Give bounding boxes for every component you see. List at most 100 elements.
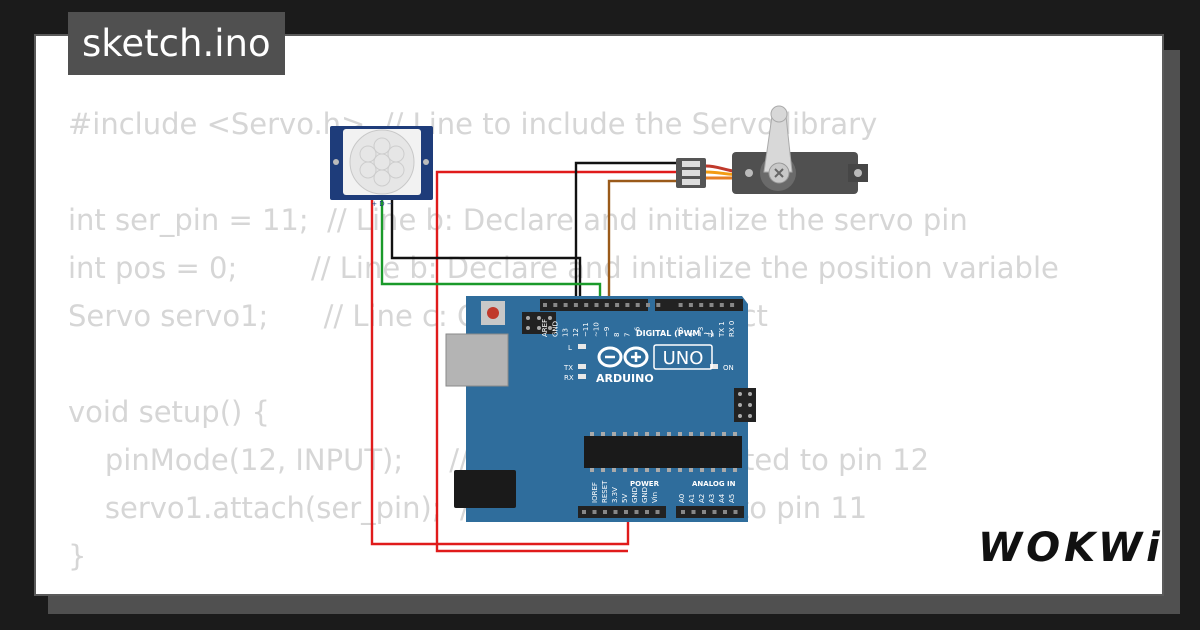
analog-pin-label: A5 — [728, 494, 736, 503]
analog-pin-label: A1 — [688, 494, 696, 503]
header-pin[interactable] — [678, 303, 683, 307]
analog-pin-label: A4 — [718, 493, 726, 503]
chip-pin — [700, 468, 704, 472]
header-pin[interactable] — [592, 510, 597, 514]
header-pin[interactable] — [712, 510, 717, 514]
chip-pin — [623, 468, 627, 472]
header-pin[interactable] — [615, 303, 620, 307]
chip-pin — [711, 468, 715, 472]
wire-pir-data — [380, 198, 602, 305]
power-pin-label: RESET — [601, 480, 609, 503]
header-pin[interactable] — [584, 303, 589, 307]
led-tx-label: TX — [563, 364, 573, 372]
header-pin[interactable] — [613, 510, 618, 514]
power-pin-label: IOREF — [591, 482, 599, 503]
header-pin[interactable] — [646, 303, 650, 307]
pin-label: AREF — [541, 319, 549, 337]
usb-port — [445, 333, 509, 387]
pin-label: 4 — [687, 332, 695, 337]
chip-pin — [612, 432, 616, 436]
servo-motor[interactable] — [676, 105, 868, 194]
pin-label: ~3 — [697, 327, 705, 337]
pin-label: 7 — [623, 333, 631, 337]
chip-pin — [733, 432, 737, 436]
header-pin[interactable] — [563, 303, 568, 307]
pin-label: 8 — [613, 333, 621, 337]
reset-button[interactable] — [487, 307, 499, 319]
project-title: sketch.ino — [68, 12, 285, 75]
board-model: UNO — [663, 348, 704, 369]
led-on — [710, 364, 718, 369]
chip-pin — [667, 432, 671, 436]
header-pin[interactable] — [635, 303, 640, 307]
chip-pin — [590, 468, 594, 472]
pin-label: 12 — [572, 328, 580, 337]
chip-pin — [634, 468, 638, 472]
header-pin[interactable] — [573, 303, 578, 307]
pin-label: GND — [551, 321, 559, 337]
header-pin[interactable] — [582, 510, 586, 514]
header-pin[interactable] — [723, 510, 727, 514]
analog-header — [676, 506, 744, 518]
led-rx-label: RX — [564, 374, 574, 382]
power-label: POWER — [630, 480, 660, 488]
led-l-label: L — [568, 344, 572, 352]
header-pin[interactable] — [702, 510, 706, 514]
wire-servo-gnd — [574, 161, 680, 305]
power-jack — [454, 470, 516, 508]
header-pin[interactable] — [730, 303, 735, 307]
pir-pin-labels: + D − — [371, 200, 393, 208]
header-pin[interactable] — [604, 303, 609, 307]
chip-pin — [623, 432, 627, 436]
chip-pin — [612, 468, 616, 472]
header-pin[interactable] — [719, 303, 724, 307]
atmega-chip — [584, 436, 742, 468]
chip-pin — [689, 468, 693, 472]
chip-pin — [711, 432, 715, 436]
header-pin[interactable] — [733, 510, 738, 514]
chip-pin — [656, 432, 660, 436]
pir-sensor[interactable]: + D − — [330, 126, 433, 208]
header-pin[interactable] — [553, 303, 558, 307]
pin-label: ~11 — [582, 322, 590, 337]
chip-pin — [590, 432, 594, 436]
pin-label: 13 — [562, 328, 570, 337]
led-on-label: ON — [723, 364, 734, 372]
pin-label: ~6 — [634, 326, 642, 337]
wires — [370, 161, 680, 553]
chip-pin — [722, 468, 726, 472]
chip-pin — [722, 432, 726, 436]
header-pin[interactable] — [691, 510, 696, 514]
header-pin[interactable] — [655, 510, 660, 514]
header-pin[interactable] — [634, 510, 639, 514]
power-pin-label: 3.3V — [611, 487, 619, 503]
analog-label: ANALOG IN — [692, 480, 736, 488]
header-pin[interactable] — [709, 303, 714, 307]
header-pin[interactable] — [656, 303, 661, 307]
header-pin[interactable] — [543, 303, 547, 307]
chip-pin — [634, 432, 638, 436]
board-brand: ARDUINO — [596, 372, 654, 385]
code-line: #include <Servo.h> // Line to include th… — [68, 107, 878, 141]
header-pin[interactable] — [594, 303, 599, 307]
header-pin[interactable] — [681, 510, 685, 514]
chip-pin — [689, 432, 693, 436]
led-l — [578, 344, 586, 349]
header-pin[interactable] — [645, 510, 649, 514]
digital-label: DIGITAL (PWM ~) — [636, 329, 714, 338]
header-pin[interactable] — [699, 303, 704, 307]
code-line: void setup() { — [68, 395, 270, 429]
header-pin[interactable] — [625, 303, 630, 307]
power-pin-label: 5V — [621, 494, 629, 503]
digital-header-left — [540, 299, 648, 311]
header-pin[interactable] — [603, 510, 607, 514]
pin-label: RX 0 — [728, 321, 736, 337]
chip-pin — [601, 468, 605, 472]
analog-pin-label: A0 — [678, 494, 686, 503]
header-pin[interactable] — [688, 303, 693, 307]
wire-servo-signal — [607, 179, 680, 305]
header-pin[interactable] — [624, 510, 628, 514]
chip-pin — [656, 468, 660, 472]
